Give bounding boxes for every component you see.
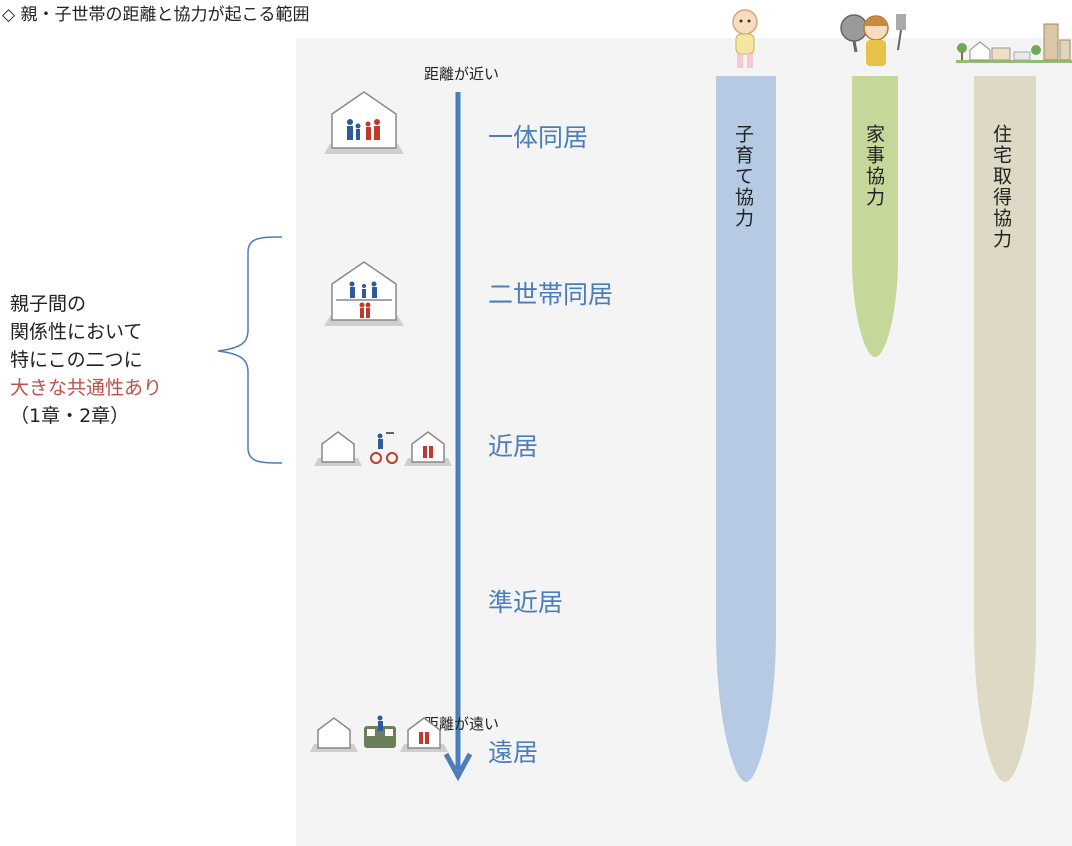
two-household-house-icon	[324, 261, 404, 326]
baby-icon	[732, 9, 758, 68]
townscape-icon	[956, 23, 1072, 63]
distance-arrow	[443, 92, 473, 782]
level-label: 一体同居	[488, 123, 589, 152]
level-label: 準近居	[488, 588, 564, 617]
housewife-icon	[840, 14, 906, 66]
side-note-line: 関係性において	[10, 321, 143, 343]
childcare-range-bar	[716, 76, 776, 782]
housing-label: 住宅取得協力	[990, 124, 1012, 250]
side-note-highlight: 大きな共通性あり	[10, 377, 163, 399]
axis-top-label: 距離が近い	[424, 65, 500, 83]
shared-house-icon	[324, 91, 404, 154]
childcare-label: 子育て協力	[732, 124, 754, 229]
level-label: 二世帯同居	[488, 280, 614, 309]
axis-bottom-label: 距離が遠い	[424, 715, 500, 733]
brace-icon	[217, 236, 283, 464]
page-title: ◇ 親・子世帯の距離と協力が起こる範囲	[2, 5, 310, 25]
housework-label: 家事協力	[863, 124, 885, 208]
housework-range-bar	[852, 76, 898, 357]
side-note: 親子間の 関係性において 特にこの二つに 大きな共通性あり （1章・2章）	[10, 290, 162, 430]
side-note-line: 特にこの二つに	[10, 349, 143, 371]
cooperation-bars	[716, 76, 1036, 782]
nearby-houses-icon	[314, 431, 452, 466]
level-label: 遠居	[488, 738, 539, 767]
housing-range-bar	[974, 76, 1036, 782]
distant-houses-icon	[310, 715, 448, 752]
level-label: 近居	[488, 432, 539, 461]
side-note-line: 親子間の	[10, 293, 87, 315]
side-note-line: （1章・2章）	[10, 405, 130, 427]
